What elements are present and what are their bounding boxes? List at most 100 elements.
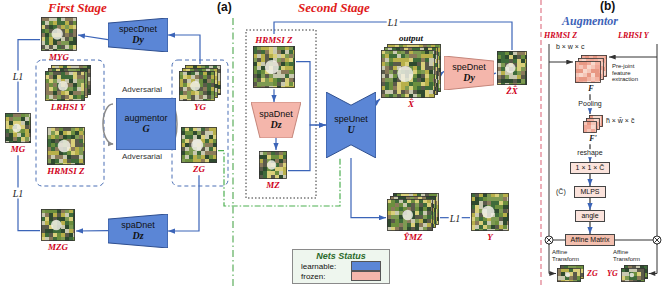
image-pixel — [517, 63, 521, 67]
mask-image: MZG — [40, 208, 76, 253]
image-pixel — [183, 95, 187, 99]
image-pixel — [45, 45, 49, 49]
image-pixel — [45, 213, 49, 217]
image-pixel — [275, 155, 279, 159]
image-pixel — [421, 78, 425, 82]
image-border — [498, 52, 527, 85]
image-pixel — [401, 54, 405, 58]
image-pixel — [409, 82, 413, 86]
image-pixel — [421, 70, 425, 74]
image-pixel — [13, 133, 17, 137]
image-pixel — [397, 86, 401, 90]
image-pixel — [509, 55, 513, 59]
image-pixel — [521, 75, 525, 79]
image-pixel — [69, 217, 73, 221]
image-pixel — [389, 54, 393, 58]
stage-divider — [232, 18, 233, 286]
image-pixel — [389, 78, 393, 82]
image-pixel — [49, 87, 53, 91]
image-pixel — [209, 139, 213, 143]
image-thumbnail — [41, 17, 77, 51]
image-highlight — [58, 81, 68, 91]
net-outline — [108, 18, 168, 52]
image-border — [388, 45, 441, 92]
image-pixel — [73, 87, 77, 91]
image-pixel — [403, 203, 407, 207]
image-pixel — [61, 217, 65, 221]
connector-group — [18, 22, 590, 234]
image-pixel — [55, 151, 59, 155]
image-pixel — [257, 66, 261, 70]
net-symbol: Dz — [270, 119, 281, 131]
image-pixel — [55, 155, 59, 159]
input-wire — [549, 44, 550, 245]
image-pixel — [203, 83, 207, 87]
image-pixel — [285, 78, 289, 82]
image-pixel — [425, 70, 429, 74]
image-pixel — [189, 131, 193, 135]
image-pixel — [269, 54, 273, 58]
image-pixel — [71, 151, 75, 155]
image-pixel — [285, 70, 289, 74]
image-pixel — [399, 215, 403, 219]
image-pixel — [69, 37, 73, 41]
image-pixel — [73, 83, 77, 87]
image-pixel — [69, 79, 73, 83]
image-pixel — [393, 86, 397, 90]
image-pixel — [189, 155, 193, 159]
image-label: output — [399, 33, 423, 43]
input-group-frame — [246, 30, 316, 198]
image-pixel — [57, 21, 61, 25]
image-pixel — [79, 147, 83, 151]
image-pixel — [385, 74, 389, 78]
image-border — [254, 47, 295, 88]
image-pixel — [197, 155, 201, 159]
image-pixel — [185, 131, 189, 135]
image-pixel — [417, 90, 421, 94]
image-pixel — [409, 86, 413, 90]
image-pixel — [429, 66, 433, 70]
image-border — [382, 51, 435, 98]
image-pixel — [263, 155, 267, 159]
image-pixel — [53, 87, 57, 91]
image-pixel — [415, 203, 419, 207]
image-pixel — [281, 62, 285, 66]
image-pixel — [421, 86, 425, 90]
image-pixel — [265, 54, 269, 58]
image-thumbnail — [253, 46, 295, 88]
image-pixel — [65, 225, 69, 229]
image-pixel — [79, 151, 83, 155]
image-pixel — [67, 131, 71, 135]
image-pixel — [67, 159, 71, 163]
image-pixel — [61, 37, 65, 41]
image-pixel — [517, 71, 521, 75]
image-pixel — [59, 135, 63, 139]
image-pixel — [191, 95, 195, 99]
image-pixel — [421, 54, 425, 58]
image-highlight — [190, 81, 200, 91]
image-pixel — [57, 75, 61, 79]
image-pixel — [275, 171, 279, 175]
image-pixel — [285, 58, 289, 62]
image-pixel — [65, 75, 69, 79]
image-pixel — [505, 55, 509, 59]
image-pixel — [17, 137, 21, 141]
image-pixel — [429, 62, 433, 66]
image-pixel — [185, 147, 189, 151]
image-pixel — [49, 37, 53, 41]
image-pixel — [77, 91, 81, 95]
image-pixel — [429, 70, 433, 74]
image-pixel — [201, 151, 205, 155]
image-pixel — [183, 91, 187, 95]
image-pixel — [405, 86, 409, 90]
image-pixel — [57, 41, 61, 45]
image-pixel — [207, 95, 211, 99]
image-pixel — [67, 155, 71, 159]
input-wire — [549, 62, 573, 63]
image-layer — [185, 65, 221, 95]
discriminator-net: speDnetDy — [444, 56, 494, 90]
image-label: HRMSI Z — [47, 166, 84, 176]
image-pixel — [281, 66, 285, 70]
image-pixel — [79, 135, 83, 139]
image-pixel — [65, 213, 69, 217]
